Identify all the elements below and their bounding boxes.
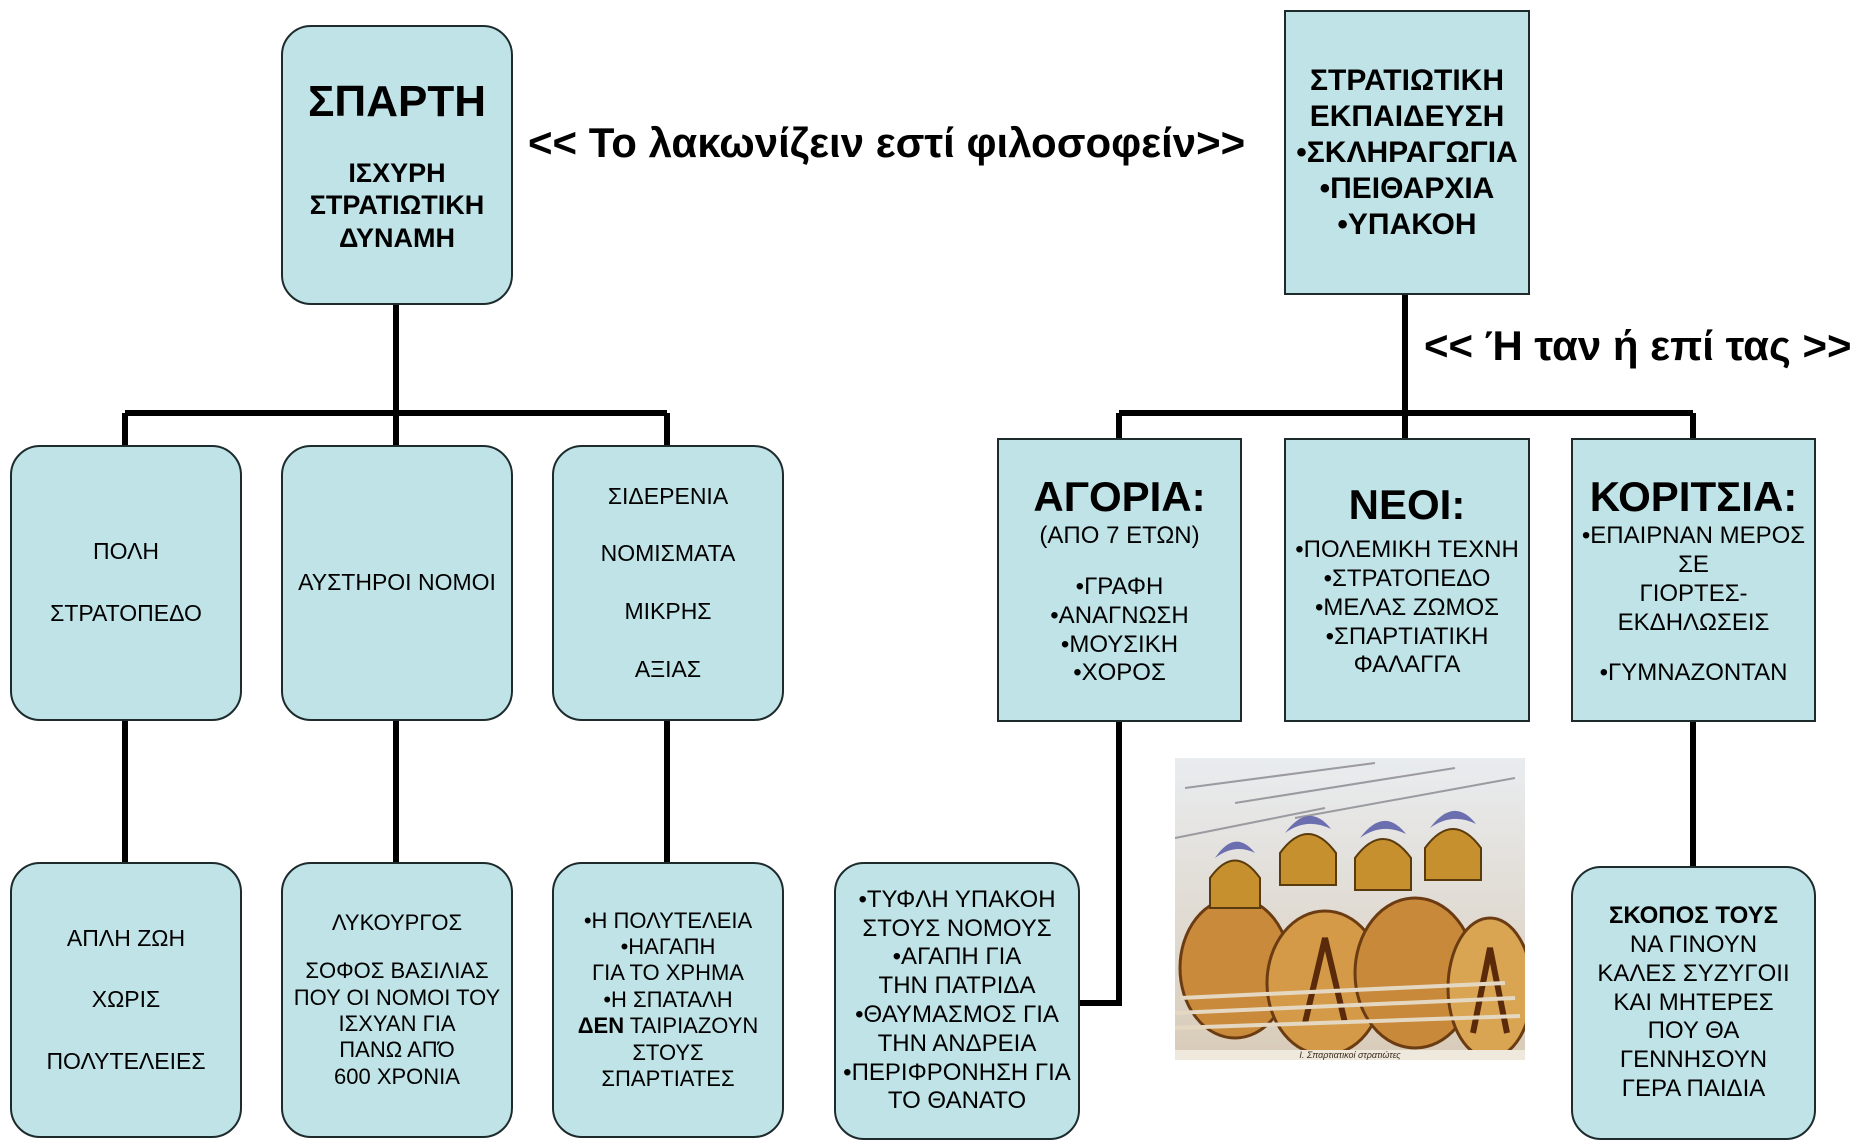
agoria-item: •ΑΝΑΓΝΩΣΗ bbox=[1050, 601, 1189, 629]
agoria-title: ΑΓΟΡΙΑ: bbox=[1033, 472, 1206, 520]
den-emphasis: ΔΕΝ bbox=[577, 1013, 625, 1039]
box-line: ΑΥΣΤΗΡΟΙ ΝΟΜΟΙ bbox=[298, 569, 496, 596]
koritsia-item: ΕΚΔΗΛΩΣΕΙΣ bbox=[1617, 608, 1770, 636]
box-line: ΚΑΛΕΣ ΣΥΖΥΓΟΙΙ bbox=[1597, 959, 1790, 987]
box-line: ΣΤΡΑΤΟΠΕΔΟ bbox=[50, 600, 202, 626]
box-line: •Η ΣΠΑΤΑΛΗ bbox=[603, 986, 733, 1012]
koritsia-item: •ΓΥΜΝΑΖΟΝΤΑΝ bbox=[1599, 659, 1788, 687]
box-line: ΜΙΚΡΗΣ bbox=[624, 598, 712, 624]
box-line: ΧΩΡΙΣ bbox=[91, 986, 161, 1013]
box-line: ΠΟΥ ΘΑ bbox=[1647, 1017, 1740, 1045]
box-line: ΣΤΡΑΤΙΩΤΙΚΗ bbox=[1310, 63, 1504, 97]
stratiotiki-ekpaideusi-box: ΣΤΡΑΤΙΩΤΙΚΗ ΕΚΠΑΙΔΕΥΣΗ •ΣΚΛΗΡΑΓΩΓΙΑ •ΠΕΙ… bbox=[1284, 10, 1530, 295]
box-line: ΕΚΠΑΙΔΕΥΣΗ bbox=[1309, 99, 1505, 133]
box-line: ΝΑ ΓΙΝΟΥΝ bbox=[1629, 931, 1758, 958]
quote-i-tan-i-epi-tas: << Ή ταν ή επί τας >> bbox=[1424, 322, 1852, 369]
box-line: ΣΤΟΥΣ bbox=[632, 1039, 704, 1065]
spartan-warriors-illustration bbox=[1175, 758, 1525, 1060]
neoi-item: •ΜΕΛΑΣ ΖΩΜΟΣ bbox=[1314, 593, 1500, 621]
ypakoi-box: •ΤΥΦΛΗ ΥΠΑΚΟΗ ΣΤΟΥΣ ΝΟΜΟΥΣ •ΑΓΑΠΗ ΓΙΑ ΤΗ… bbox=[834, 862, 1080, 1140]
box-line: ΠΟΥ ΟΙ ΝΟΜΟΙ ΤΟΥ bbox=[293, 984, 501, 1010]
box-line: •ΘΑΥΜΑΣΜΟΣ ΓΙΑ bbox=[855, 1001, 1059, 1028]
lykourgos-title: ΛΥΚΟΥΡΓΟΣ bbox=[331, 909, 463, 935]
austiroi-nomoi-box: ΑΥΣΤΗΡΟΙ ΝΟΜΟΙ bbox=[281, 445, 513, 721]
box-line: ΣΙΔΕΡΕΝΙΑ bbox=[607, 482, 729, 509]
koritsia-title: ΚΟΡΙΤΣΙΑ: bbox=[1589, 472, 1798, 520]
box-line: 600 ΧΡΟΝΙΑ bbox=[334, 1063, 460, 1089]
skopos-box: ΣΚΟΠΟΣ ΤΟΥΣ ΝΑ ΓΙΝΟΥΝ ΚΑΛΕΣ ΣΥΖΥΓΟΙΙ ΚΑΙ… bbox=[1571, 866, 1816, 1140]
box-line: •ΗΑΓΑΠΗ bbox=[620, 934, 716, 960]
box-line: •ΠΕΡΙΦΡΟΝΗΣΗ ΓΙΑ bbox=[843, 1058, 1071, 1086]
box-line: ΑΞΙΑΣ bbox=[634, 655, 702, 682]
sparti-title: ΣΠΑΡΤΗ bbox=[308, 77, 486, 127]
polyteleia-box: •Η ΠΟΛΥΤΕΛΕΙΑ •ΗΑΓΑΠΗ ΓΙΑ ΤΟ ΧΡΗΜΑ •Η ΣΠ… bbox=[552, 862, 784, 1138]
koritsia-item: •ΕΠΑΙΡΝΑΝ ΜΕΡΟΣ bbox=[1581, 522, 1806, 550]
neoi-item: •ΣΤΡΑΤΟΠΕΔΟ bbox=[1323, 565, 1491, 592]
neoi-item: •ΠΟΛΕΜΙΚΗ ΤΕΧΝΗ bbox=[1295, 536, 1519, 564]
neoi-box: ΝΕΟΙ: •ΠΟΛΕΜΙΚΗ ΤΕΧΝΗ •ΣΤΡΑΤΟΠΕΔΟ •ΜΕΛΑΣ… bbox=[1284, 438, 1530, 722]
koritsia-item: ΣΕ bbox=[1678, 551, 1709, 578]
skopos-title: ΣΚΟΠΟΣ ΤΟΥΣ bbox=[1608, 902, 1778, 930]
box-line: •ΤΥΦΛΗ ΥΠΑΚΟΗ bbox=[858, 885, 1056, 913]
box-line: ΝΟΜΙΣΜΑΤΑ bbox=[600, 540, 736, 567]
quote-lakonizein: << Το λακωνίζειν εστί φιλοσοφείν>> bbox=[528, 119, 1246, 166]
neoi-item: ΦΑΛΑΓΓΑ bbox=[1353, 651, 1461, 679]
neoi-item: •ΣΠΑΡΤΙΑΤΙΚΗ bbox=[1325, 622, 1489, 650]
agoria-item: •ΓΡΑΦΗ bbox=[1075, 573, 1164, 600]
box-line: ΠΟΛΗ bbox=[92, 538, 160, 565]
box-line: ΔΕΝ ΤΑΙΡΙΑΖΟΥΝ bbox=[578, 1013, 759, 1039]
sparti-line: ΙΣΧΥΡΗ bbox=[348, 157, 446, 188]
box-line: ΙΣΧΥΑΝ ΓΙΑ bbox=[338, 1011, 456, 1036]
box-line: ΣΠΑΡΤΙΑΤΕΣ bbox=[601, 1065, 735, 1091]
box-line: ΑΠΛΗ ΖΩΗ bbox=[66, 924, 186, 951]
box-line: ΠΑΝΩ ΑΠΌ bbox=[339, 1037, 455, 1063]
agoria-item: •ΧΟΡΟΣ bbox=[1073, 659, 1166, 687]
spartan-warriors-image: Ι. Σπαρτιατικοί στρατιώτες bbox=[1175, 758, 1525, 1060]
box-line: ΤΗΝ ΠΑΤΡΙΔΑ bbox=[878, 972, 1036, 1000]
box-line: ΤΟ ΘΑΝΑΤΟ bbox=[887, 1087, 1027, 1115]
apli-zoi-box: ΑΠΛΗ ΖΩΗ ΧΩΡΙΣ ΠΟΛΥΤΕΛΕΙΕΣ bbox=[10, 862, 242, 1138]
agoria-box: ΑΓΟΡΙΑ: (ΑΠΟ 7 ΕΤΩΝ) •ΓΡΑΦΗ •ΑΝΑΓΝΩΣΗ •Μ… bbox=[997, 438, 1242, 722]
sparti-line: ΔΥΝΑΜΗ bbox=[339, 222, 455, 253]
box-line: ΤΗΝ ΑΝΔΡΕΙΑ bbox=[877, 1029, 1037, 1057]
box-line: ΠΟΛΥΤΕΛΕΙΕΣ bbox=[46, 1047, 206, 1074]
polis-stratopedo-box: ΠΟΛΗ ΣΤΡΑΤΟΠΕΔΟ bbox=[10, 445, 242, 721]
image-caption: Ι. Σπαρτιατικοί στρατιώτες bbox=[1175, 1050, 1525, 1060]
box-line: ΚΑΙ ΜΗΤΕΡΕΣ bbox=[1613, 988, 1774, 1016]
siderenia-nomismata-box: ΣΙΔΕΡΕΝΙΑ ΝΟΜΙΣΜΑΤΑ ΜΙΚΡΗΣ ΑΞΙΑΣ bbox=[552, 445, 784, 721]
box-line: ΣΤΟΥΣ ΝΟΜΟΥΣ bbox=[862, 914, 1052, 942]
box-line: ΓΕΝΝΗΣΟΥΝ bbox=[1619, 1046, 1768, 1074]
agoria-item: •ΜΟΥΣΙΚΗ bbox=[1060, 630, 1179, 658]
box-line: •ΠΕΙΘΑΡΧΙΑ bbox=[1319, 171, 1495, 205]
box-line: ΓΙΑ ΤΟ ΧΡΗΜΑ bbox=[592, 960, 744, 986]
connector-line bbox=[1080, 722, 1122, 1006]
tairiazoun-text: ΤΑΙΡΙΑΖΟΥΝ bbox=[624, 1013, 759, 1039]
sparti-box: ΣΠΑΡΤΗ ΙΣΧΥΡΗ ΣΤΡΑΤΙΩΤΙΚΗ ΔΥΝΑΜΗ bbox=[281, 25, 513, 305]
box-line: •ΑΓΑΠΗ ΓΙΑ bbox=[892, 943, 1022, 971]
box-line: •Η ΠΟΛΥΤΕΛΕΙΑ bbox=[583, 907, 753, 933]
sparti-line: ΣΤΡΑΤΙΩΤΙΚΗ bbox=[309, 190, 485, 221]
koritsia-item: ΓΙΟΡΤΕΣ- bbox=[1639, 579, 1748, 607]
neoi-title: ΝΕΟΙ: bbox=[1348, 480, 1466, 528]
koritsia-box: ΚΟΡΙΤΣΙΑ: •ΕΠΑΙΡΝΑΝ ΜΕΡΟΣ ΣΕ ΓΙΟΡΤΕΣ- ΕΚ… bbox=[1571, 438, 1816, 722]
box-line: ΣΟΦΟΣ ΒΑΣΙΛΙΑΣ bbox=[305, 958, 489, 984]
box-line: •ΥΠΑΚΟΗ bbox=[1337, 207, 1477, 241]
box-line: ΓΕΡΑ ΠΑΙΔΙΑ bbox=[1621, 1074, 1766, 1102]
box-line: •ΣΚΛΗΡΑΓΩΓΙΑ bbox=[1296, 135, 1518, 169]
agoria-subtitle: (ΑΠΟ 7 ΕΤΩΝ) bbox=[1039, 522, 1200, 550]
lykourgos-box: ΛΥΚΟΥΡΓΟΣ ΣΟΦΟΣ ΒΑΣΙΛΙΑΣ ΠΟΥ ΟΙ ΝΟΜΟΙ ΤΟ… bbox=[281, 862, 513, 1138]
